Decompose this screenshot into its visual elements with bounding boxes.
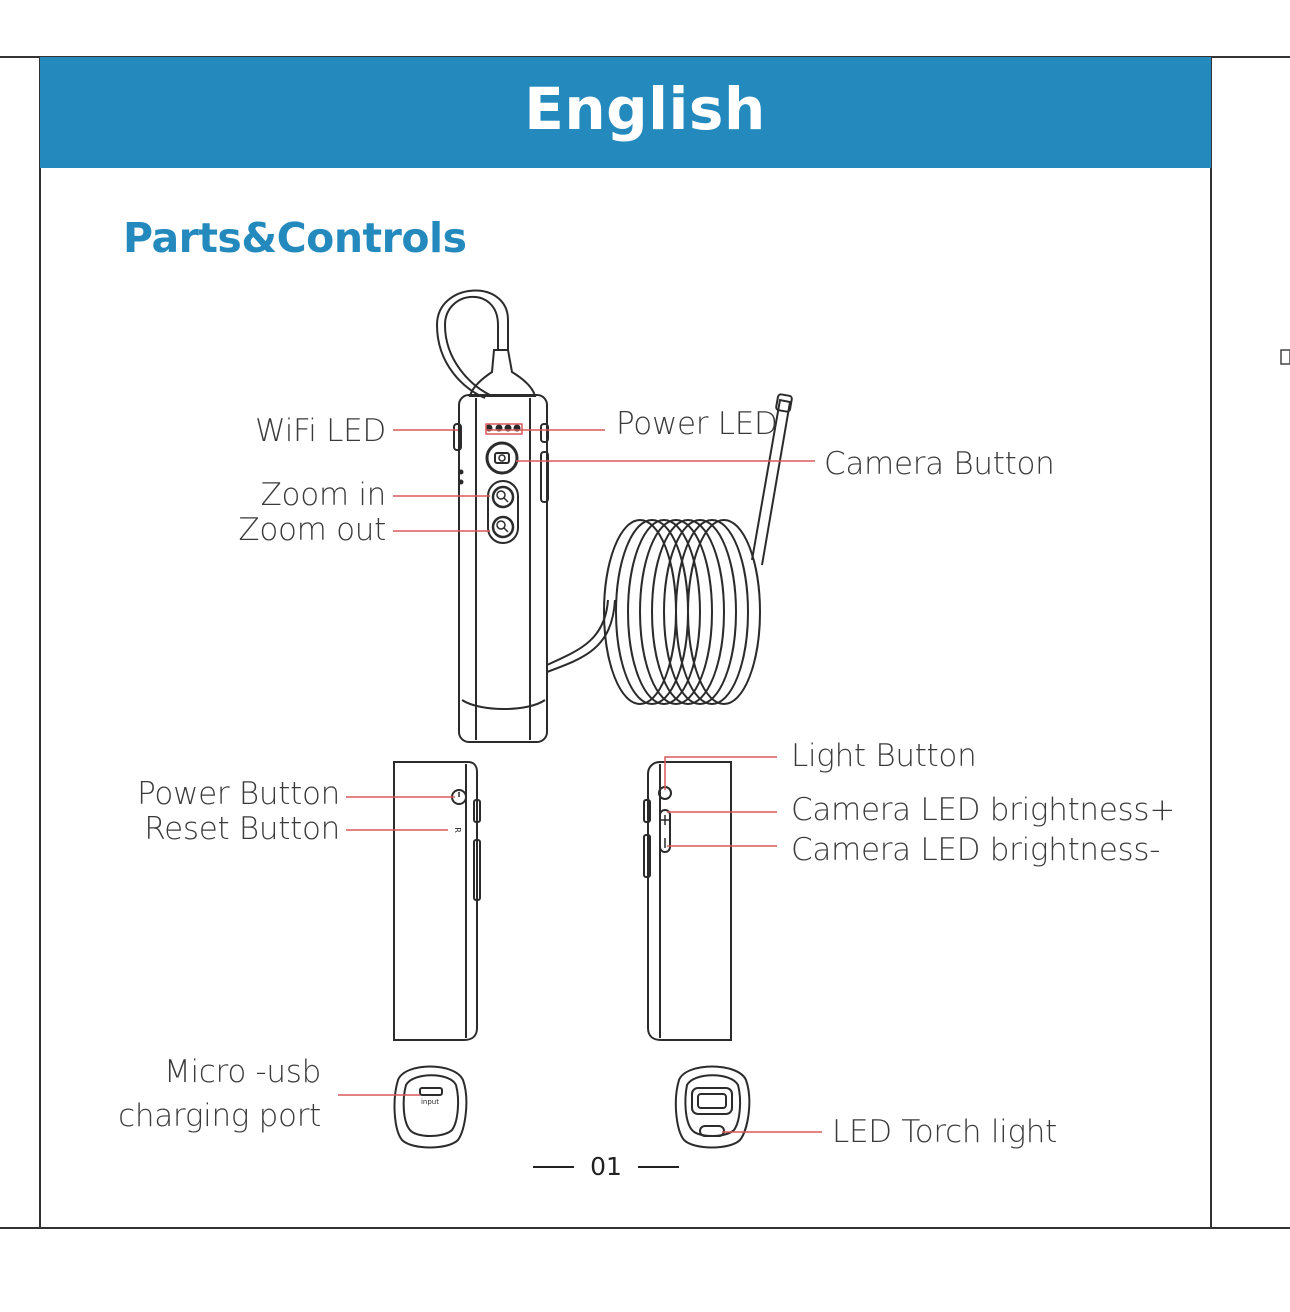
label-reset-button: Reset Button bbox=[144, 811, 340, 847]
label-light-button: Light Button bbox=[791, 738, 977, 774]
label-micro-usb-line1: Micro -usb bbox=[164, 1054, 321, 1090]
label-camera-button: Camera Button bbox=[824, 446, 1055, 482]
language-banner bbox=[40, 57, 1211, 168]
camera-button-shape bbox=[485, 441, 519, 475]
camera-probe bbox=[751, 398, 792, 566]
label-camera-led-brightness-plus: Camera LED brightness+ bbox=[791, 792, 1175, 828]
zoom-rocker bbox=[487, 480, 519, 544]
page-number: 01 bbox=[590, 1152, 622, 1181]
label-zoom-out: Zoom out bbox=[238, 512, 386, 548]
label-wifi-led: WiFi LED bbox=[255, 413, 386, 449]
label-led-torch-light: LED Torch light bbox=[832, 1114, 1057, 1150]
cable-coil bbox=[603, 519, 761, 705]
label-power-button: Power Button bbox=[137, 776, 340, 812]
top-cable-loop bbox=[443, 295, 499, 396]
label-power-led: Power LED bbox=[616, 406, 778, 442]
main-handle bbox=[458, 394, 548, 743]
port-marking: input bbox=[421, 1098, 439, 1106]
language-title: English bbox=[524, 75, 766, 143]
side-view-right bbox=[647, 761, 732, 1041]
end-view-port bbox=[393, 1065, 468, 1149]
end-view-torch bbox=[674, 1065, 751, 1149]
callout-lines bbox=[338, 423, 822, 1133]
label-micro-usb-line2: charging port bbox=[118, 1098, 321, 1134]
label-zoom-in: Zoom in bbox=[260, 477, 387, 513]
reset-marking: R bbox=[453, 827, 462, 833]
section-title: Parts&Controls bbox=[123, 214, 467, 262]
side-view-left bbox=[393, 761, 478, 1041]
label-camera-led-brightness-minus: Camera LED brightness- bbox=[791, 832, 1161, 868]
